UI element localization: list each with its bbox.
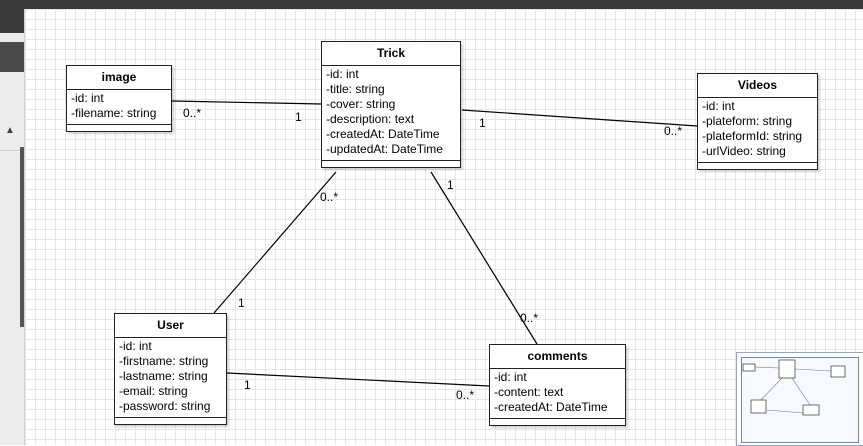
class-attribute: -content: text [494, 385, 564, 399]
class-videos[interactable]: Videos -id: int -plateform: string -plat… [697, 73, 818, 170]
sidebar-divider [0, 150, 20, 151]
class-attribute: -id: int [702, 99, 735, 113]
class-attribute: -title: string [326, 82, 385, 96]
edge-trick-comments[interactable] [430, 171, 538, 345]
class-name: image [67, 66, 171, 90]
class-attribute: -lastname: string [119, 369, 208, 383]
top-toolbar [0, 0, 863, 9]
class-attribute: -firstname: string [119, 354, 209, 368]
class-image[interactable]: image -id: int -filename: string [66, 65, 172, 132]
class-operations [698, 163, 817, 169]
mult-user-comments-user-end: 1 [244, 378, 251, 392]
mult-user-comments-comments-end: 0..* [456, 388, 475, 402]
class-name: comments [490, 345, 625, 369]
class-attribute: -plateformId: string [702, 129, 803, 143]
mult-trick-videos-videos-end: 0..* [664, 124, 683, 138]
edge-user-comments[interactable] [226, 372, 490, 387]
class-attributes: -id: int -filename: string [67, 90, 171, 125]
class-attributes: -id: int -content: text -createdAt: Date… [490, 369, 625, 419]
class-name: Videos [698, 74, 817, 98]
class-attribute: -plateform: string [702, 114, 793, 128]
outline-minimap[interactable] [736, 352, 863, 446]
class-operations [115, 418, 226, 424]
class-attribute: -id: int [326, 67, 359, 81]
mult-image-trick-image-end: 0..* [183, 106, 202, 120]
left-sidebar: ▲ [0, 9, 25, 445]
class-attribute: -updatedAt: DateTime [326, 142, 443, 156]
class-attributes: -id: int -plateform: string -plateformId… [698, 98, 817, 163]
scroll-up-arrow-icon[interactable]: ▲ [5, 125, 15, 136]
mult-image-trick-trick-end: 1 [295, 110, 302, 124]
class-attribute: -id: int [119, 339, 152, 353]
class-operations [322, 161, 460, 167]
class-attributes: -id: int -firstname: string -lastname: s… [115, 338, 226, 418]
class-operations [490, 419, 625, 425]
class-attribute: -createdAt: DateTime [494, 400, 608, 414]
sidebar-header-strip [0, 9, 24, 33]
mult-trick-comments-trick-end: 1 [447, 178, 454, 192]
edge-trick-videos[interactable] [461, 109, 698, 127]
class-attribute: -urlVideo: string [702, 144, 786, 158]
class-attributes: -id: int -title: string -cover: string -… [322, 66, 460, 161]
edge-trick-user[interactable] [213, 171, 337, 314]
mult-trick-user-user-end: 1 [238, 296, 245, 310]
mult-trick-user-trick-end: 0..* [320, 190, 339, 204]
class-operations [67, 125, 171, 131]
class-attribute: -id: int [494, 370, 527, 384]
sidebar-scrollbar[interactable] [20, 147, 24, 327]
class-attribute: -filename: string [71, 106, 157, 120]
class-trick[interactable]: Trick -id: int -title: string -cover: st… [321, 41, 461, 168]
mult-trick-videos-trick-end: 1 [479, 116, 486, 130]
class-attribute: -id: int [71, 91, 104, 105]
class-attribute: -description: text [326, 112, 415, 126]
sidebar-tab[interactable] [0, 42, 24, 72]
minimap-thumbnail [742, 359, 846, 416]
class-attribute: -email: string [119, 384, 188, 398]
class-name: User [115, 314, 226, 338]
class-attribute: -cover: string [326, 97, 396, 111]
class-name: Trick [322, 42, 460, 66]
class-attribute: -password: string [119, 399, 211, 413]
class-attribute: -createdAt: DateTime [326, 127, 440, 141]
class-comments[interactable]: comments -id: int -content: text -create… [489, 344, 626, 426]
class-user[interactable]: User -id: int -firstname: string -lastna… [114, 313, 227, 425]
edge-image-trick[interactable] [171, 100, 322, 105]
mult-trick-comments-comments-end: 0..* [520, 311, 539, 325]
